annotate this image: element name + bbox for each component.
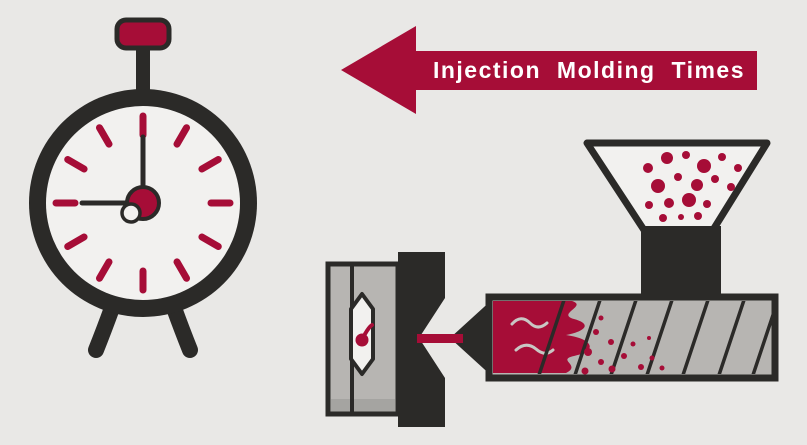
tick-mark — [198, 233, 222, 250]
molded-part — [355, 333, 369, 347]
left-arrow-banner: Injection Molding Times — [341, 26, 757, 114]
mold-icon — [325, 252, 463, 427]
clock-hub-highlight — [120, 202, 142, 224]
pellet-dot — [691, 179, 703, 191]
molded-part-tail — [363, 323, 374, 336]
tick-mark — [64, 233, 88, 250]
pellet-dot — [645, 201, 653, 209]
droplet-dot — [598, 315, 604, 321]
screw-flight — [681, 301, 710, 374]
droplet-dot — [584, 348, 592, 356]
tick-mark — [96, 258, 113, 282]
injection-molding-machine-icon — [325, 139, 779, 427]
droplet-dot — [630, 341, 636, 347]
pellet-dot — [674, 173, 682, 181]
pellet-dot — [694, 212, 702, 220]
tick-mark — [64, 156, 88, 173]
droplet-dot — [659, 365, 665, 371]
left-arrow-icon — [341, 26, 757, 114]
pellet-dot — [659, 214, 667, 222]
tick-mark — [173, 258, 190, 282]
stopwatch-crown-button — [114, 17, 172, 51]
droplet-dot — [593, 329, 599, 335]
pellet-dot — [682, 193, 696, 207]
droplet-dot — [647, 336, 651, 340]
screw-flight — [609, 301, 638, 374]
melt-stream — [417, 334, 463, 343]
screw-icon — [537, 301, 772, 374]
melt-swirl — [510, 317, 549, 329]
pellet-dot — [697, 159, 711, 173]
pellet-dot — [711, 175, 719, 183]
stopwatch-stem — [136, 44, 150, 92]
screw-flight — [537, 301, 566, 374]
tick-mark — [173, 124, 190, 148]
droplet-dot — [608, 339, 614, 345]
droplet-dot — [608, 365, 616, 373]
droplet-dot — [649, 355, 655, 361]
arrow-label: Injection Molding Times — [433, 57, 745, 83]
droplet-dot — [638, 364, 644, 370]
mold-base-shadow — [331, 399, 395, 412]
tick-mark — [198, 156, 222, 173]
screw-flight — [717, 301, 746, 374]
pellet-dot — [734, 164, 742, 172]
melt-droplets — [581, 315, 665, 375]
sprue-block — [398, 252, 445, 427]
droplet-dot — [581, 367, 589, 375]
pellet-dot — [643, 163, 653, 173]
pellet-dot — [682, 151, 690, 159]
stopwatch-icon — [29, 17, 257, 358]
pellet-dot — [703, 200, 711, 208]
tick-mark — [96, 124, 113, 148]
pellet-dot — [664, 198, 674, 208]
nozzle-icon — [450, 302, 489, 374]
screw-flight — [573, 301, 602, 374]
pellet-dot — [651, 179, 665, 193]
hopper-pellets — [643, 151, 742, 222]
pellet-dot — [718, 153, 726, 161]
screw-flight — [751, 312, 772, 374]
clock-ticks — [52, 112, 234, 294]
pellet-dot — [661, 152, 673, 164]
droplet-dot — [621, 353, 627, 359]
droplet-dot — [598, 359, 604, 365]
pellet-dot — [727, 183, 735, 191]
pellet-dot — [678, 214, 684, 220]
hopper-neck — [641, 226, 721, 300]
screw-flight — [645, 301, 674, 374]
